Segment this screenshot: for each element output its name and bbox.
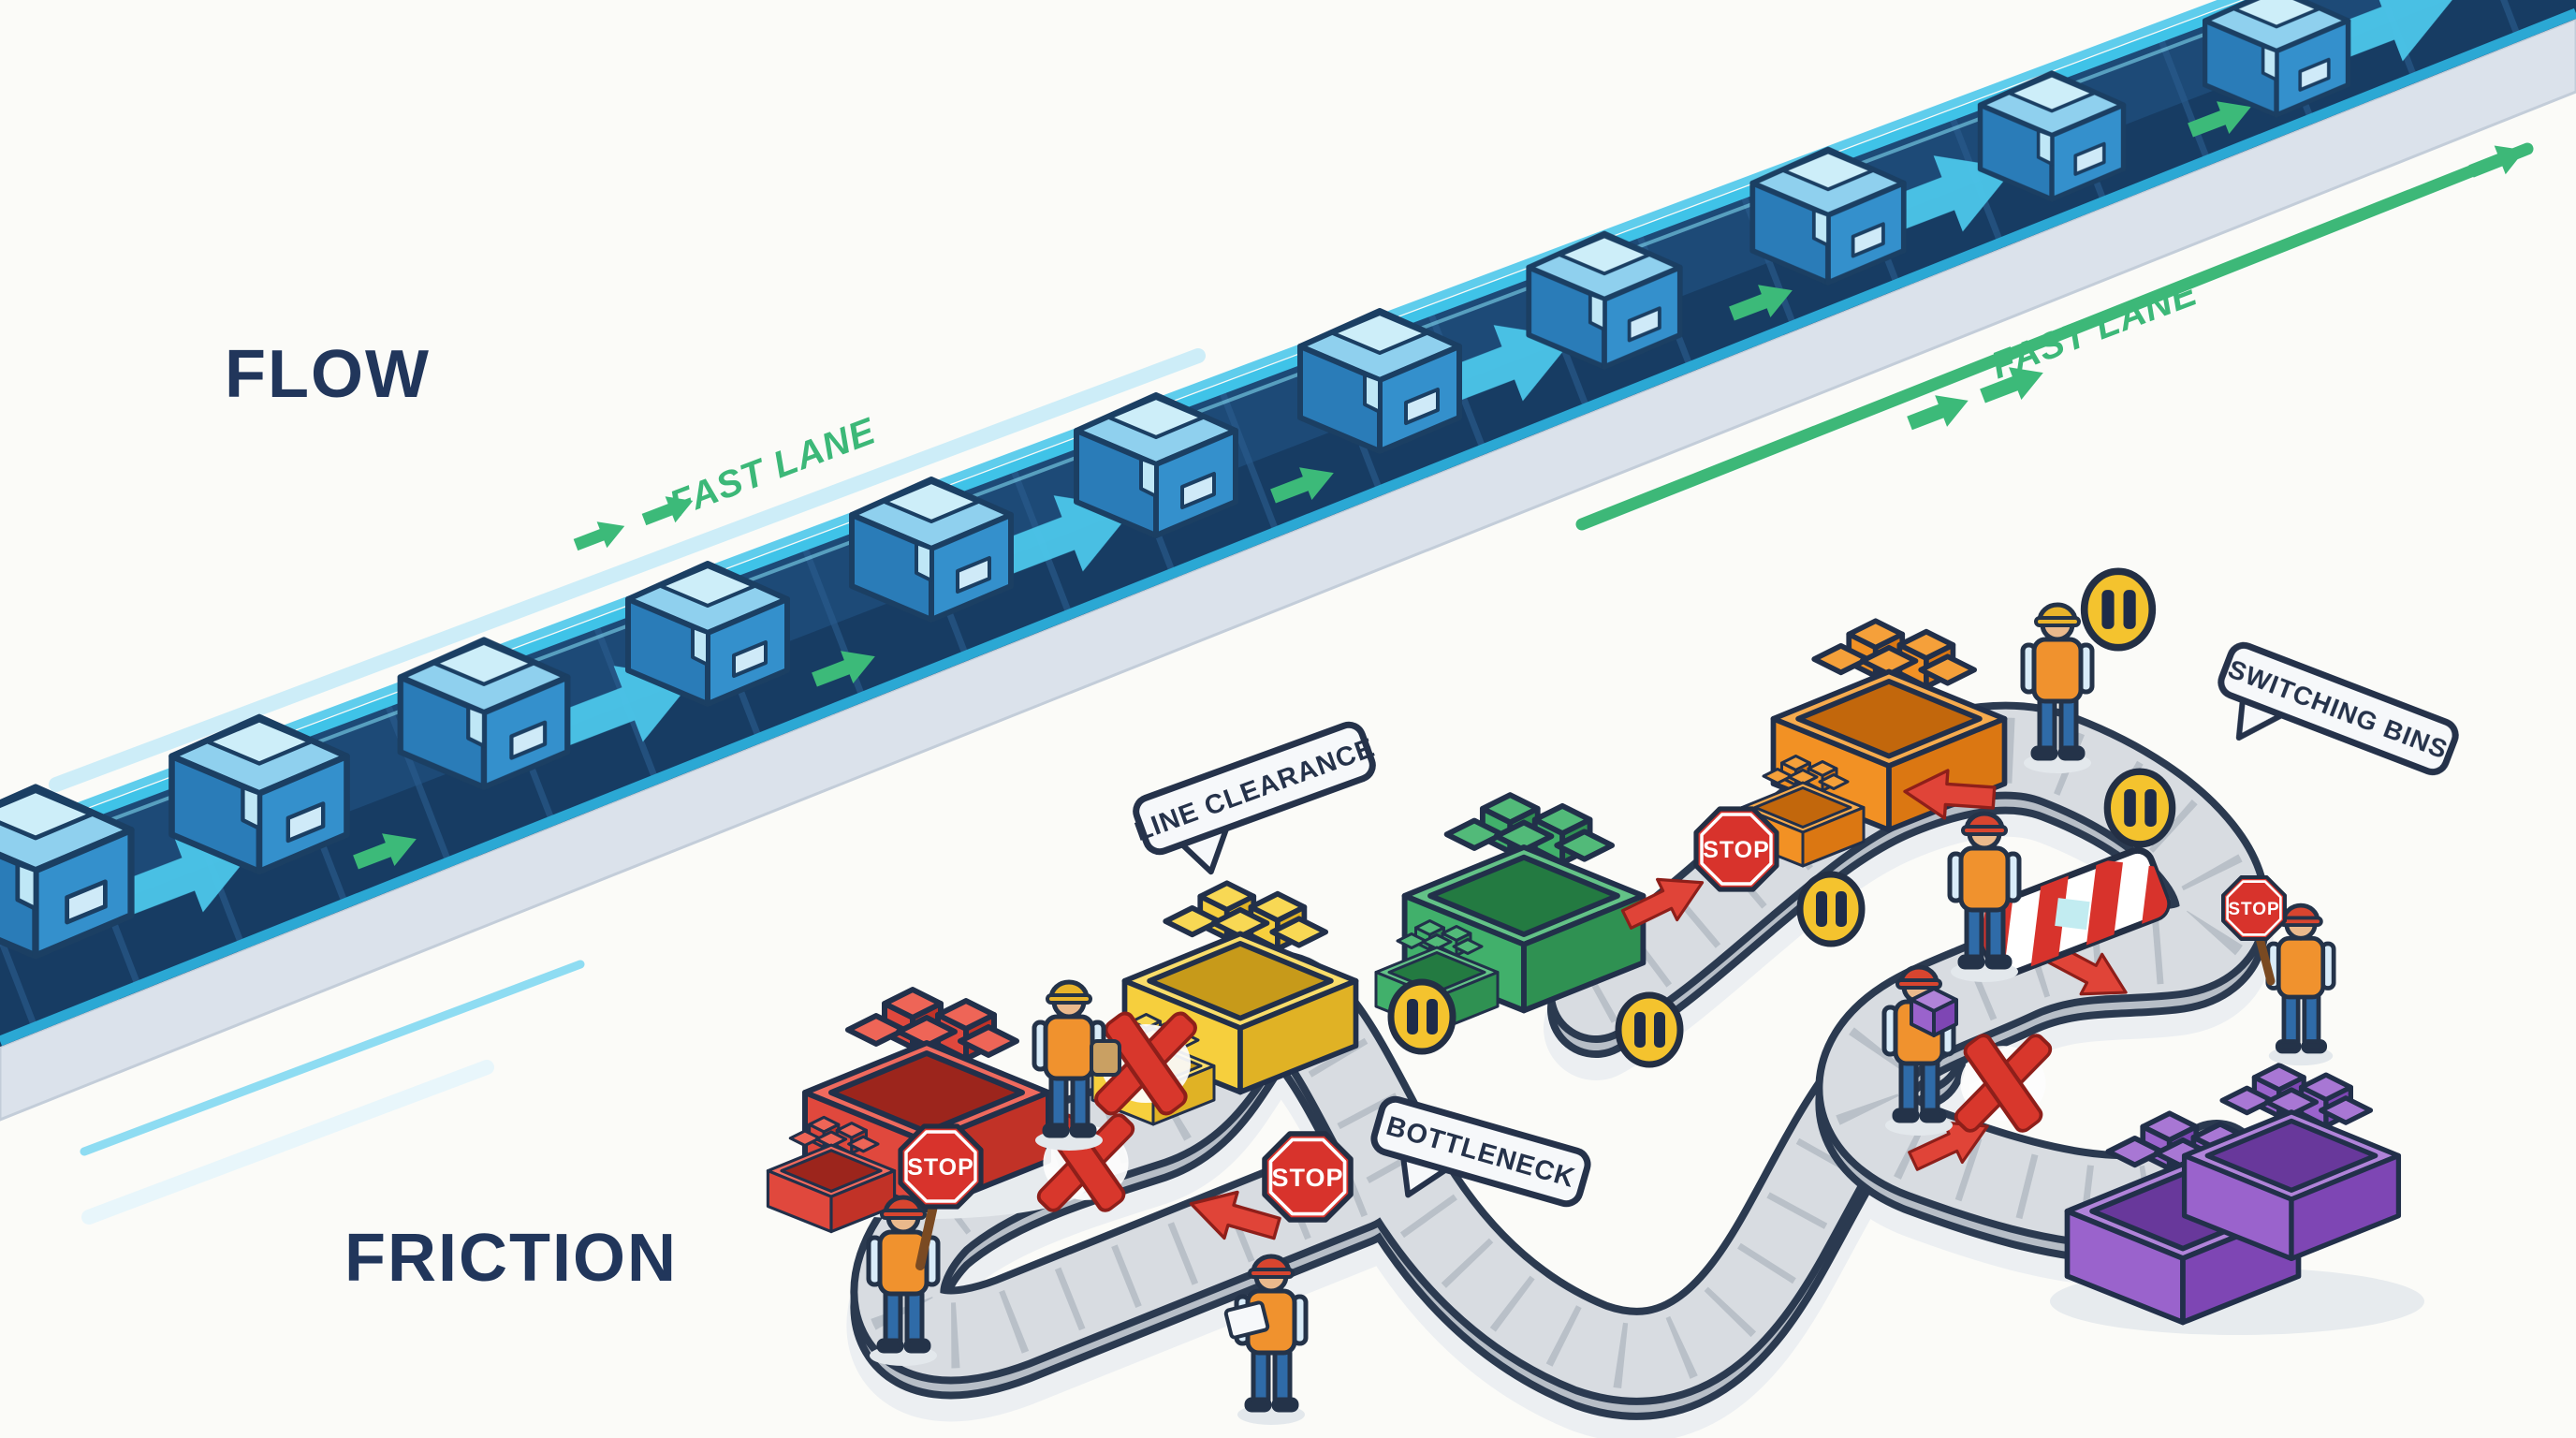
stop-signs: STOP STOP STOP STOP <box>900 809 2287 1220</box>
worker-bag <box>1090 1039 1121 1077</box>
stop-sign-text: STOP <box>1703 837 1770 863</box>
fast-lane-stripe <box>1575 136 2534 531</box>
carried-purple-box <box>1910 987 1958 1037</box>
callout-switching-bins: SWITCHING BINS <box>2217 641 2459 776</box>
stop-sign-text: STOP <box>2228 900 2279 919</box>
purple-bin-right <box>2185 1065 2399 1259</box>
callout-line-clearance: LINE CLEARANCE <box>1131 721 1379 875</box>
callout-bottleneck: BOTTLENECK <box>1370 1095 1591 1208</box>
stop-sign-pole-right <box>2255 933 2276 986</box>
stop-sign-text: STOP <box>1271 1164 1343 1192</box>
friction-workers <box>869 605 2334 1425</box>
stop-sign-pole <box>915 1201 938 1270</box>
clipboard <box>1223 1300 1270 1340</box>
flow-title: FLOW <box>225 337 431 412</box>
stop-sign-text: STOP <box>907 1154 974 1181</box>
belt-edge-bottom <box>0 7 2576 1047</box>
friction-title: FRICTION <box>344 1221 678 1296</box>
flow-conveyor: FAST LANE FAST LANE <box>0 0 2576 1225</box>
